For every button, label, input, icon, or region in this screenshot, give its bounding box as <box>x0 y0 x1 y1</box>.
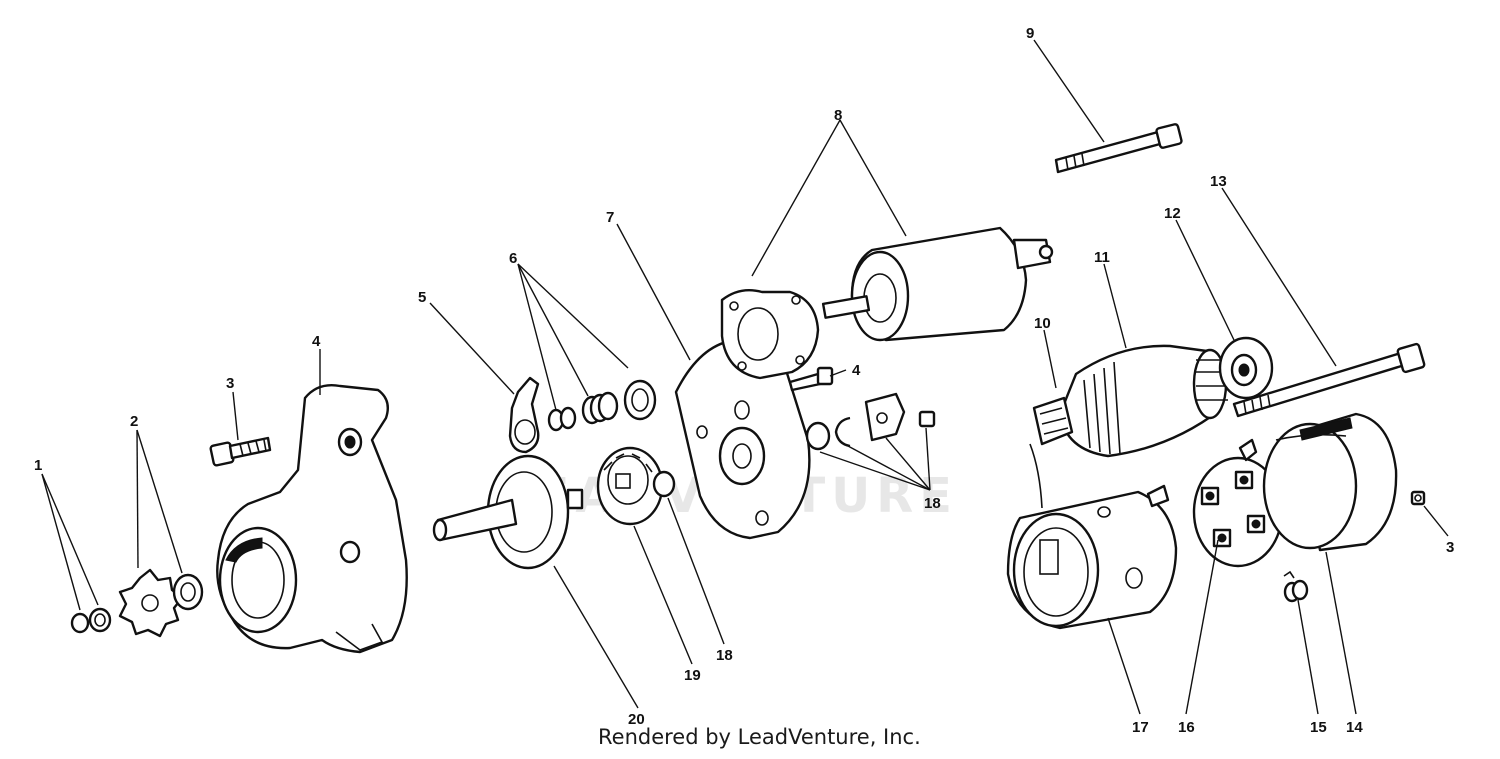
leader-18a-3 <box>885 437 931 491</box>
leader-4b <box>829 369 847 377</box>
leader-9 <box>1033 39 1105 143</box>
leader-6b <box>517 263 589 397</box>
leader-18a-4 <box>925 427 931 491</box>
leader-3a <box>232 391 239 441</box>
part-19-gear <box>596 446 664 526</box>
part-15-spring <box>1283 570 1309 603</box>
callout-4: 4 <box>312 333 321 350</box>
part-11-armature <box>1032 344 1230 458</box>
callout-6: 6 <box>509 250 517 267</box>
callout-7: 7 <box>606 209 614 226</box>
part-8-solenoid <box>720 226 1054 380</box>
leader-2a <box>136 429 139 569</box>
part-4-drive-housing <box>216 384 408 654</box>
part-1-snap-rings <box>70 607 112 634</box>
leader-3b <box>1423 505 1449 537</box>
leader-2b <box>136 429 183 574</box>
part-12-bearing <box>1218 336 1274 400</box>
leader-19 <box>633 525 693 665</box>
leader-15 <box>1297 599 1319 715</box>
leader-1b <box>41 473 99 606</box>
callout-12: 12 <box>1164 205 1181 222</box>
leader-8b <box>839 119 907 237</box>
leader-18a-2 <box>847 445 931 491</box>
leader-11 <box>1103 263 1127 349</box>
leader-7 <box>616 223 691 361</box>
leader-6c <box>517 263 629 369</box>
leader-1a <box>41 473 81 611</box>
part-14-end-cover <box>1262 412 1398 552</box>
callout-14: 14 <box>1346 719 1363 736</box>
credit-caption: Rendered by LeadVenture, Inc. <box>598 725 921 749</box>
leader-14 <box>1325 551 1357 715</box>
leader-10 <box>1043 329 1057 389</box>
callout-2: 2 <box>130 413 138 430</box>
part-16-brush-holder <box>1192 438 1284 568</box>
leader-13 <box>1221 187 1337 367</box>
leader-lines <box>41 39 1449 715</box>
part-4-screw <box>788 366 834 392</box>
leader-12 <box>1175 219 1235 341</box>
callout-19: 19 <box>684 667 701 684</box>
leader-6a <box>517 263 557 411</box>
leader-18b <box>667 497 725 645</box>
callout-3: 3 <box>226 375 234 392</box>
callout-10: 10 <box>1034 315 1051 332</box>
callout-13: 13 <box>1210 173 1227 190</box>
callout-18-left: 18 <box>716 647 733 664</box>
part-7-center-bracket <box>674 338 811 540</box>
callout-11: 11 <box>1094 249 1110 266</box>
part-9-long-bolt <box>1054 123 1183 174</box>
callout-17: 17 <box>1132 719 1149 736</box>
leader-17 <box>1107 617 1141 715</box>
callout-18-right: 18 <box>924 495 941 512</box>
part-13-through-bolt <box>1232 342 1426 418</box>
part-18-washer-left <box>652 470 676 498</box>
callout-16: 16 <box>1178 719 1195 736</box>
part-20-pinion-shaft <box>432 454 584 570</box>
callout-9: 9 <box>1026 25 1034 42</box>
leader-18a-1 <box>819 451 931 491</box>
part-2-pinion-gear <box>118 568 204 638</box>
callout-3-right: 3 <box>1446 539 1454 556</box>
leader-16 <box>1185 539 1219 715</box>
part-3-bolt <box>209 436 272 467</box>
part-18-hardware <box>805 392 936 451</box>
callout-4-right: 4 <box>852 362 861 379</box>
part-3-screw <box>1410 490 1426 506</box>
part-5-shift-lever <box>508 376 540 454</box>
callout-8: 8 <box>834 107 842 124</box>
callout-20: 20 <box>628 711 645 728</box>
callout-1: 1 <box>34 457 42 474</box>
leader-8a <box>751 119 841 277</box>
part-17-yoke <box>1006 443 1178 630</box>
callout-15: 15 <box>1310 719 1327 736</box>
leader-5 <box>429 302 515 395</box>
leader-20 <box>553 565 639 709</box>
part-6-springs <box>547 379 657 432</box>
callout-labels: 1 2 3 4 5 6 7 8 9 4 10 11 12 13 18 3 18 … <box>34 25 1454 736</box>
callout-5: 5 <box>418 289 426 306</box>
